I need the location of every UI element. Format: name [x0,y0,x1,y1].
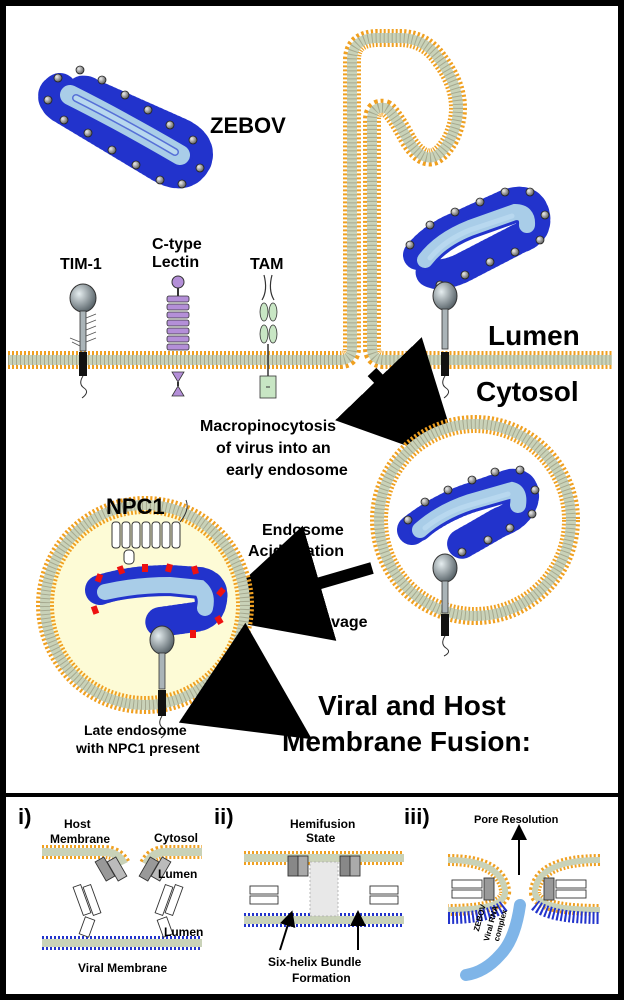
arrow-to-fusion [178,622,312,740]
panel-iii-numeral: iii) [404,804,430,829]
panel-i-diagram [42,845,202,950]
c-type-label-line2: Lectin [152,254,200,271]
acidification-line2: Acidification [248,543,345,560]
panel-i-numeral: i) [18,804,32,829]
panel-i-host-line1: Host [64,817,91,831]
npc1-label: NPC1 [106,494,165,519]
fusion-title-line2: Membrane Fusion: [282,726,531,757]
panel-ii-bundle-line2: Formation [292,971,351,985]
late-endosome-line1: Late endosome [84,722,187,738]
panel-i-lumen-bottom: Lumen [164,925,204,939]
plasma-membrane [8,29,612,369]
arrow-acidification [204,525,374,641]
panel-ii-hemi-line2: State [306,831,336,845]
late-endosome [36,496,254,739]
tim1-label: TIM-1 [60,256,102,273]
tam-receptor [259,274,278,399]
panel-ii-bundle-line1: Six-helix Bundle [268,955,362,969]
tim1-receptor [69,283,97,399]
zebov-virion-free [38,65,213,189]
zebov-label: ZEBOV [210,113,286,138]
panel-i-cytosol: Cytosol [154,831,199,845]
npc1-protein [111,521,181,565]
acidification-line1: Endosome [262,522,344,539]
arrow-to-early-endosome [335,337,462,466]
panel-i-viral-membrane: Viral Membrane [78,961,168,975]
c-type-lectin-receptor [166,275,190,397]
c-type-label-line1: C-type [152,236,202,253]
macropinocytosis-line2: of virus into an [216,440,331,457]
gp-cleavage-label: GP Cleavage [270,614,368,631]
gp-spikes [43,65,205,189]
tam-label: TAM [250,256,284,273]
panel-iii-pore: Pore Resolution [474,814,559,826]
macropinocytosis-line3: early endosome [226,462,348,479]
macropinocytosis-line1: Macropinocytosis [200,418,337,435]
cleaved-gp [90,563,226,643]
panel-i-lumen-top: Lumen [158,867,198,881]
lumen-label: Lumen [488,320,580,351]
panel-i-host-line2: Membrane [50,832,111,846]
panel-ii-numeral: ii) [214,804,234,829]
fusion-title-line1: Viral and Host [318,690,506,721]
zebov-virion-bound [403,186,551,399]
panel-ii-hemi-line1: Hemifusion [290,817,356,831]
late-endosome-line2: with NPC1 present [76,740,200,756]
early-endosome [370,415,580,657]
panel-ii-diagram [244,851,404,951]
cytosol-label: Cytosol [476,376,579,407]
panel-iii-diagram [447,824,601,981]
